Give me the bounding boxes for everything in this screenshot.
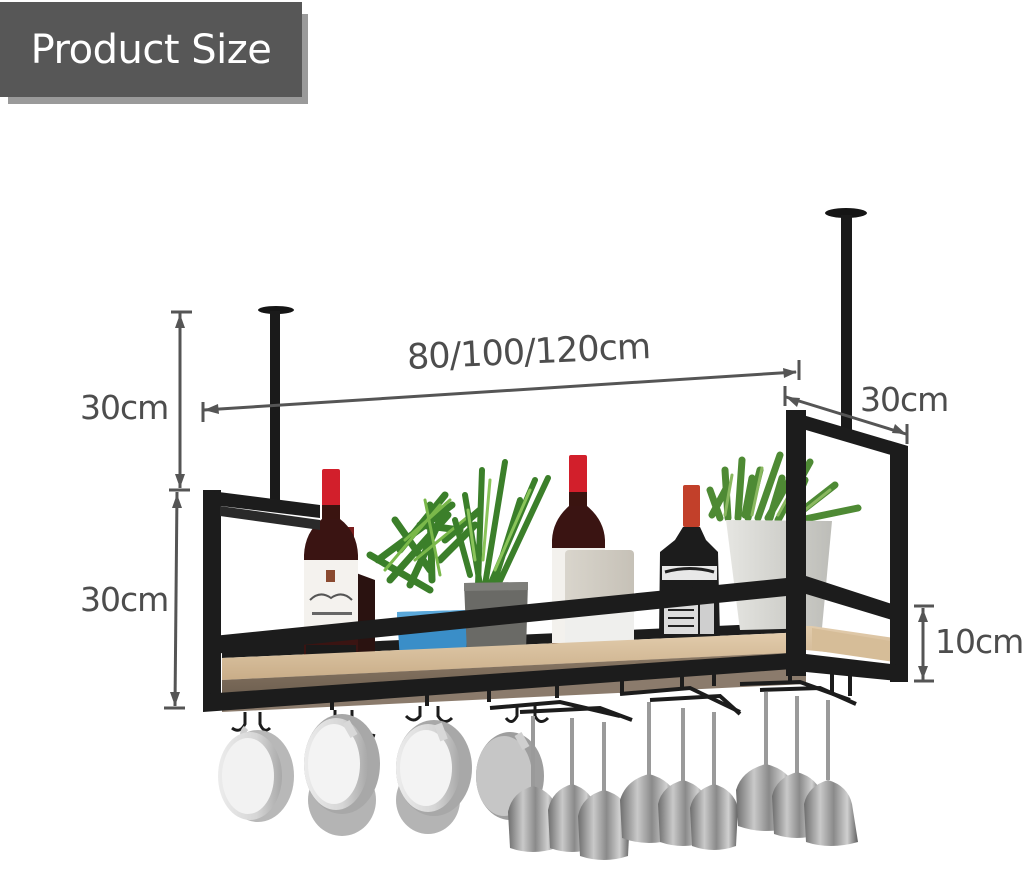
depth-dimension-line [783,386,909,444]
stemware-holders [489,679,857,722]
wine-glasses [508,692,858,860]
potted-plant-blue-pot [366,491,484,662]
mug-1 [218,725,294,822]
rail-height-dimension-line [914,604,934,683]
rod-height-dimension-line [169,310,192,492]
mug-3 [396,720,472,834]
page-title: Product Size [30,26,272,73]
mug-2 [304,714,380,836]
wine-glass [804,700,858,846]
whiskey-bottle [659,485,720,638]
wine-glass [578,722,630,860]
dimension-lines [164,310,934,710]
rail-height-label: 10cm [935,622,1024,661]
width-dimension-line [201,360,801,422]
frame-height-label: 30cm [80,580,169,619]
wine-glass [690,712,738,850]
metal-frame [203,410,908,712]
frame-height-dimension-line [164,491,185,710]
wine-glass [508,716,558,852]
title-banner: Product Size [0,2,302,97]
ceiling-rod-left [258,306,294,506]
ceiling-rod-right [825,208,867,433]
rod-height-label: 30cm [80,388,169,427]
depth-label: 30cm [860,380,949,419]
potted-succulent-white-pot [706,451,862,630]
